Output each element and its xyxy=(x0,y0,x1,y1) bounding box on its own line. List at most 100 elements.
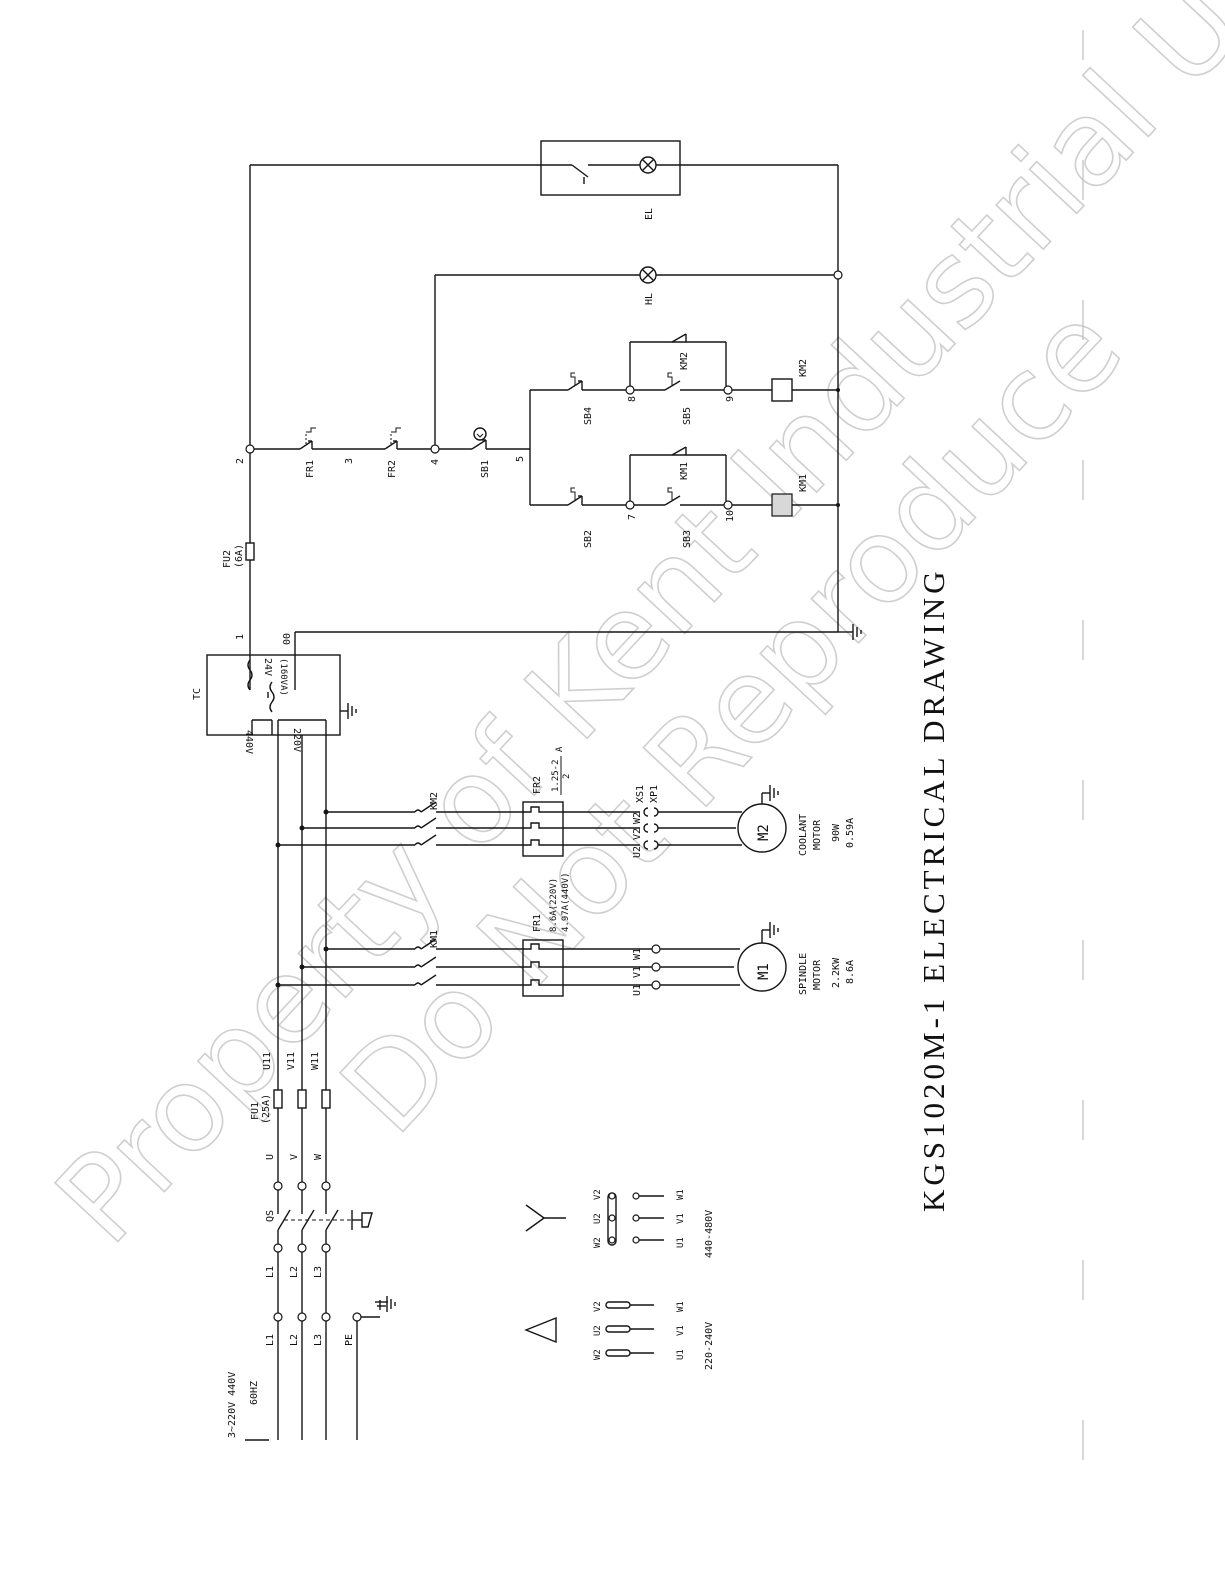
sb5-start-button xyxy=(664,372,681,391)
tc-label: TC xyxy=(192,688,203,700)
delta-v2: V2 xyxy=(593,1301,603,1312)
m1-current: 8.6A xyxy=(845,960,856,984)
km1-coil-icon xyxy=(771,493,793,517)
wye-v2: V2 xyxy=(593,1189,603,1200)
sb2-label: SB2 xyxy=(583,530,594,548)
m1-name-line1: SPINDLE xyxy=(798,953,809,995)
node-3: 3 xyxy=(344,458,355,464)
label-l1: L1 xyxy=(265,1334,276,1346)
m1-terminal-v1: V1 xyxy=(632,966,643,978)
m1-terminal-u1: U1 xyxy=(632,984,643,996)
label-v: V xyxy=(289,1154,300,1160)
overload-fr2 xyxy=(522,801,564,857)
supply-voltage: 3~220V 440V xyxy=(227,1372,238,1438)
lamp-switch-icon xyxy=(541,164,640,184)
fr1-nc-label: FR1 xyxy=(305,460,316,478)
m2-id: M2 xyxy=(756,824,772,841)
phase-u11: U11 xyxy=(262,1052,273,1070)
overload-fr1 xyxy=(522,939,564,997)
delta-w1: W1 xyxy=(676,1301,686,1312)
fr2-rating-num: 1.25-2 xyxy=(551,759,561,792)
switch-handle-icon xyxy=(351,1210,373,1230)
delta-symbol-icon xyxy=(524,1316,557,1344)
sb1-label: SB1 xyxy=(480,460,491,478)
wye-v1: V1 xyxy=(676,1213,686,1224)
watermark: Property of Kent Industrial USA Do Not R… xyxy=(29,0,1225,1270)
node-5: 5 xyxy=(515,456,526,462)
fuse-icon xyxy=(297,1089,307,1109)
supply-frequency: 60HZ xyxy=(249,1381,260,1405)
node-8: 8 xyxy=(627,396,638,402)
km2-main-label: KM2 xyxy=(429,792,440,810)
delta-connection: W2 U2 V2 U1 V1 W1 220-240V xyxy=(524,1301,715,1370)
label-l3: L3 xyxy=(313,1334,324,1346)
label-qs: QS xyxy=(265,1210,276,1222)
m1-name-line2: MOTOR xyxy=(812,959,823,990)
sb2-stop-button xyxy=(567,487,583,506)
wye-u2: U2 xyxy=(593,1213,603,1224)
km2-aux-contact xyxy=(671,333,687,343)
delta-v1: V1 xyxy=(676,1325,686,1336)
ground-icon xyxy=(852,624,862,640)
spindle-branch: KM1 FR1 8.6A(220V) 4.97A(440V) U1 V1 W1 … xyxy=(275,872,856,997)
ground-icon xyxy=(769,785,779,801)
fr1-rating-440: 4.97A(440V) xyxy=(561,872,571,932)
sb4-label: SB4 xyxy=(583,407,594,425)
drawing-title: KGS1020M-1 ELECTRICAL DRAWING xyxy=(916,568,951,1213)
tc-winding-icon xyxy=(269,681,275,713)
fr2-nc-label: FR2 xyxy=(387,460,398,478)
label-pe: PE xyxy=(344,1334,355,1346)
sb4-stop-button xyxy=(567,372,583,391)
work-lamp-box xyxy=(540,140,681,196)
fu1-rating: (25A) xyxy=(261,1094,272,1124)
el-label: EL xyxy=(644,208,655,220)
m2-terminal-w2: W2 xyxy=(632,812,643,824)
km1-aux-label: KM1 xyxy=(679,462,690,480)
km2-aux-label: KM2 xyxy=(679,352,690,370)
wye-connection: W2 U2 V2 U1 V1 W1 440-480V xyxy=(525,1189,715,1258)
m2-power: 90W xyxy=(831,823,842,842)
m1-id: M1 xyxy=(756,963,772,980)
wye-w1: W1 xyxy=(676,1189,686,1200)
fu1-label: FU1 xyxy=(250,1102,261,1120)
m2-terminal-v2: V2 xyxy=(632,828,643,840)
m2-current: 0.59A xyxy=(845,818,856,848)
wye-symbol-icon xyxy=(525,1204,566,1232)
km2-main-contacts xyxy=(414,801,437,846)
m2-name-line1: COOLANT xyxy=(798,814,809,856)
node-9: 9 xyxy=(725,396,736,402)
fr2-nc-contact xyxy=(384,427,401,450)
sb1-estop-button xyxy=(471,427,487,450)
wye-voltage: 440-480V xyxy=(704,1210,715,1258)
delta-u1: U1 xyxy=(676,1349,686,1360)
control-circuit: 1 FU2 (6A) 2 00 FR1 3 xyxy=(222,140,862,655)
km1-main-contacts xyxy=(414,938,437,986)
main-switch-qs: QS U V W xyxy=(265,1153,373,1244)
km1-main-label: KM1 xyxy=(429,930,440,948)
fu2-label: FU2 xyxy=(222,550,233,568)
node-00: 00 xyxy=(282,633,293,645)
km2-coil-label: KM2 xyxy=(798,359,809,377)
node-2: 2 xyxy=(235,458,246,464)
tc-primary-220: 220V xyxy=(291,728,302,752)
ground-icon xyxy=(347,703,357,719)
ground-icon xyxy=(769,922,779,938)
fr2-label: FR2 xyxy=(532,776,543,794)
delta-w2: W2 xyxy=(593,1349,603,1360)
fr2-rating-den: 2 xyxy=(562,774,572,779)
watermark-line-1: Property of Kent Industrial USA xyxy=(30,0,1225,1269)
socket-xs1: XS1 xyxy=(635,785,646,803)
label-u: U xyxy=(265,1154,276,1160)
fr1-nc-contact xyxy=(299,427,316,450)
ground-icon xyxy=(386,1296,396,1312)
phase-w11: W11 xyxy=(310,1052,321,1070)
transformer-tc: TC 440V 220V 24V (160VA) xyxy=(192,654,357,754)
switch-label-l3: L3 xyxy=(313,1266,324,1278)
fuse-icon xyxy=(245,542,255,561)
sb5-label: SB5 xyxy=(682,407,693,425)
work-lamp-icon xyxy=(639,156,657,174)
switch-label-l1: L1 xyxy=(265,1266,276,1278)
tc-secondary-v: 24V xyxy=(262,658,273,676)
